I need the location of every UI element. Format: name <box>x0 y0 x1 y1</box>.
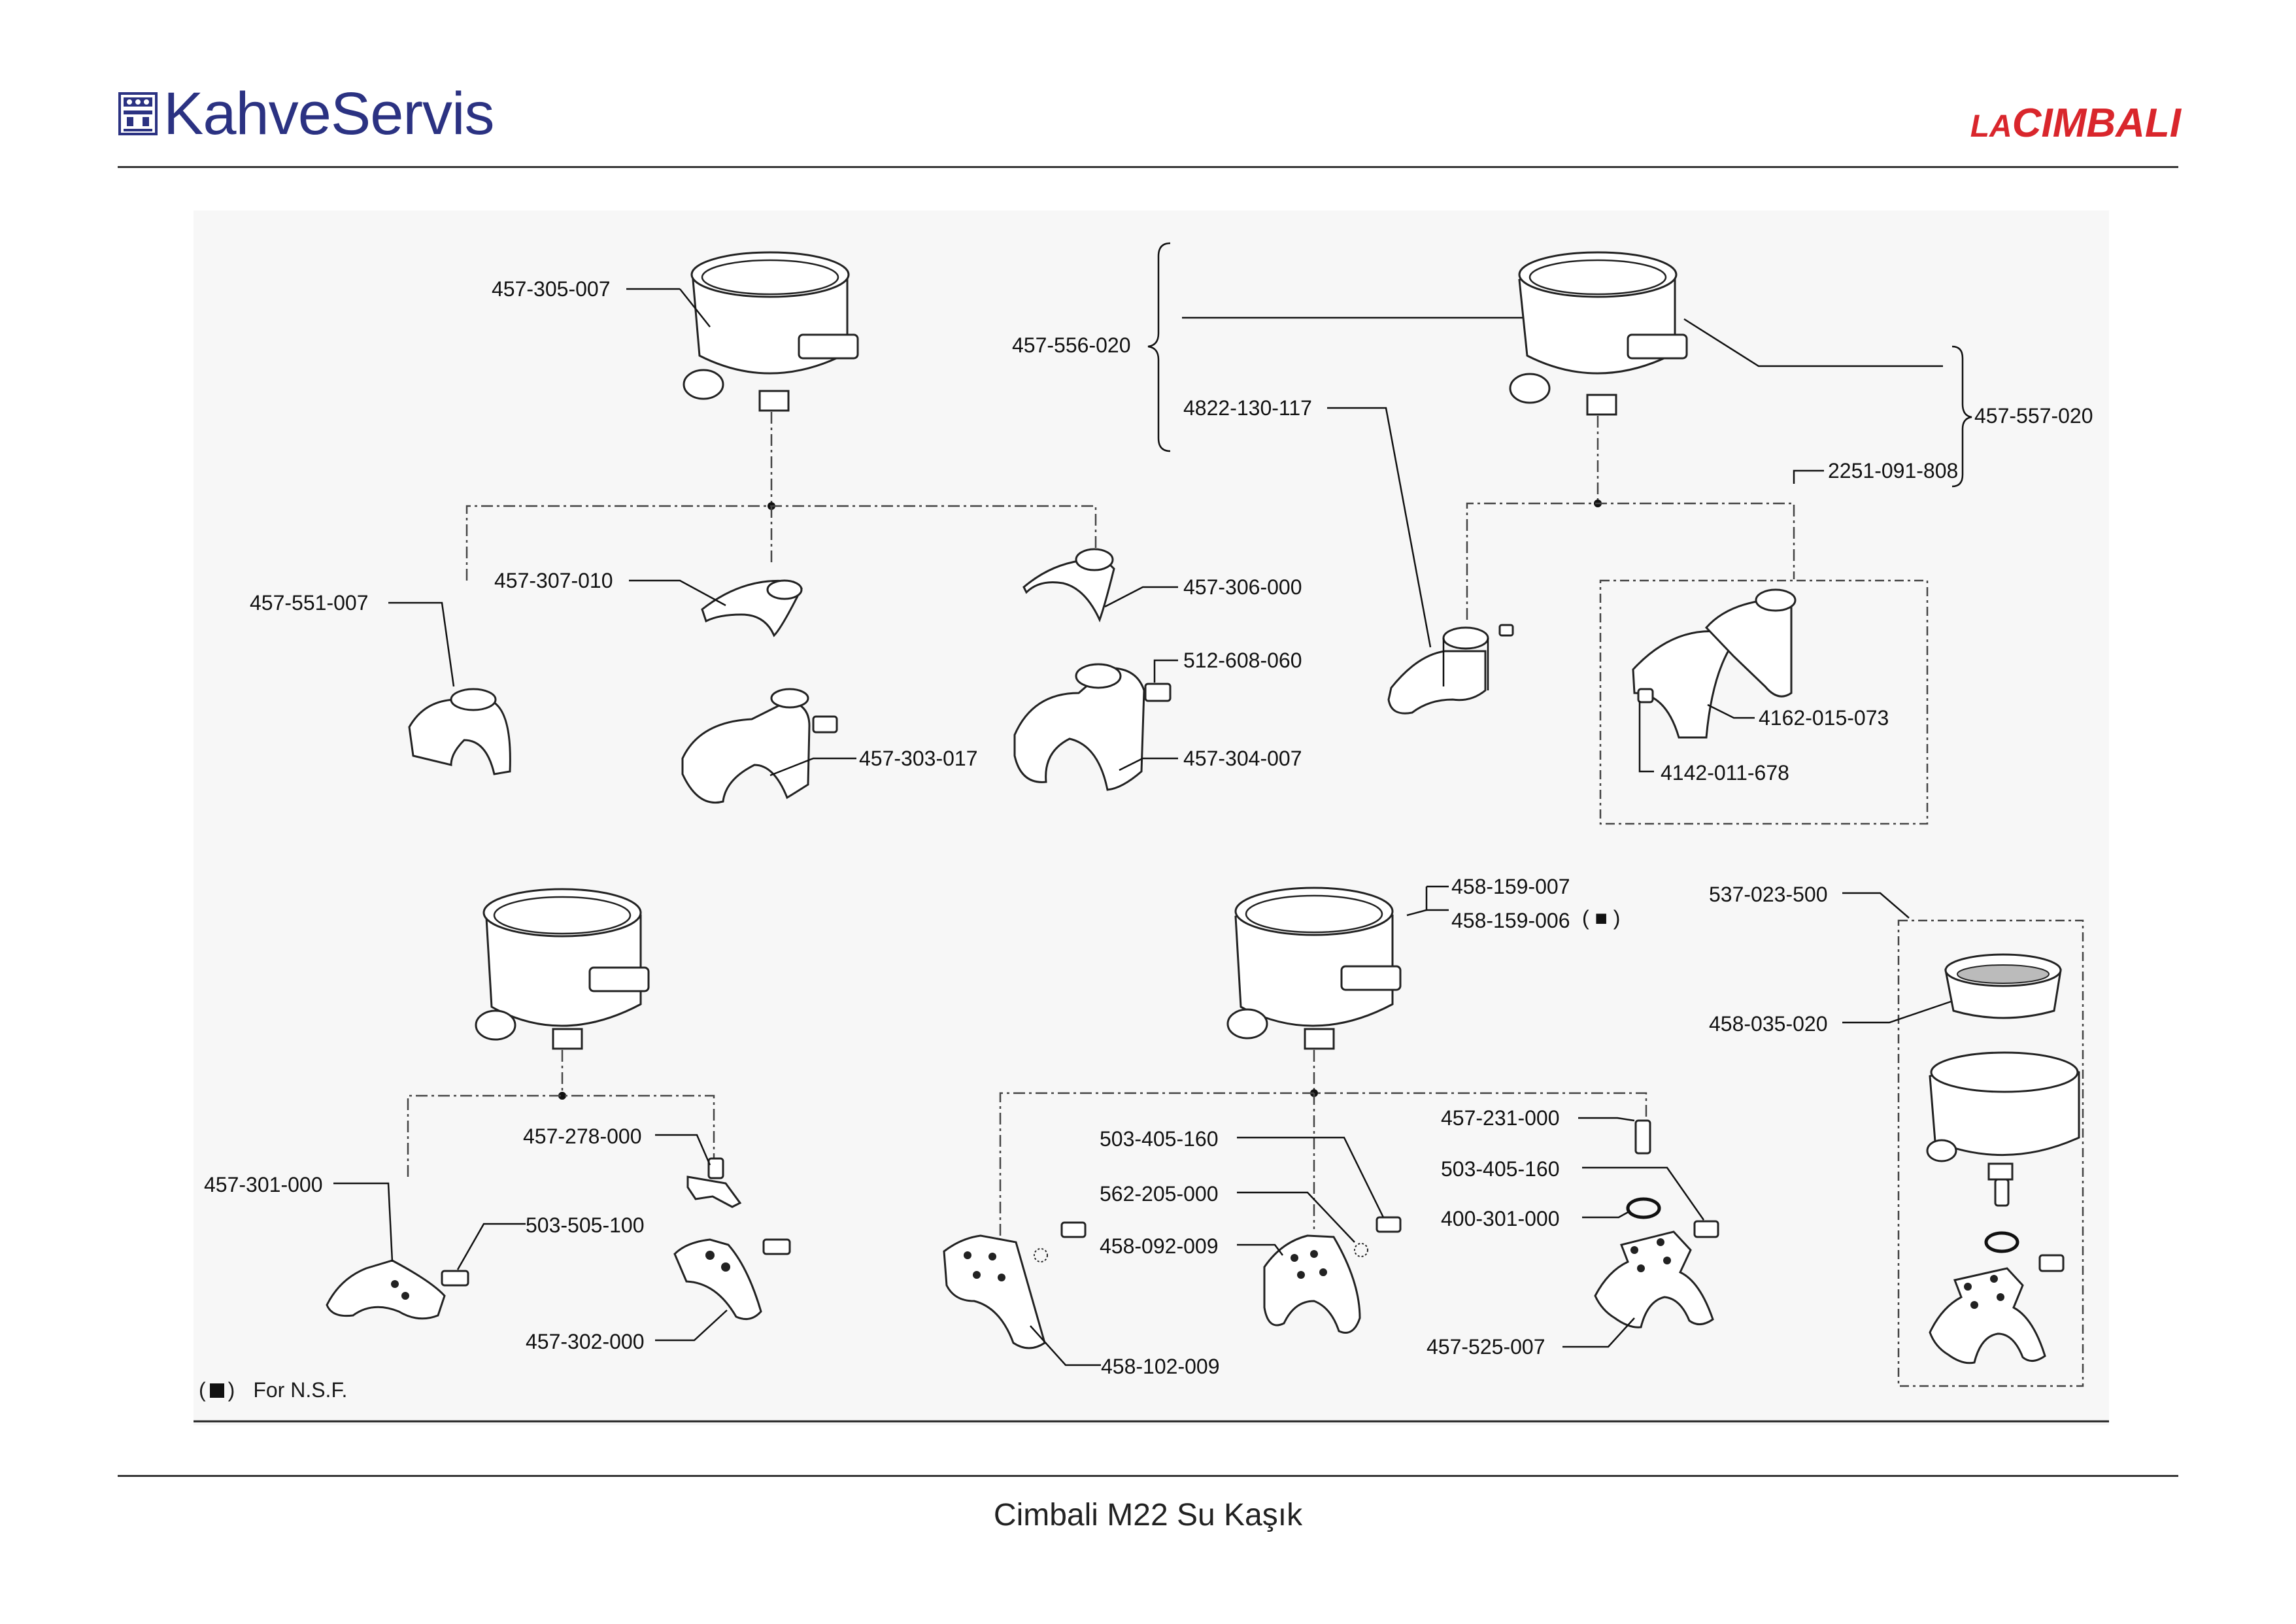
label-4162-015-073: 4162-015-073 <box>1759 706 1889 730</box>
footer-caption: Cimbali M22 Su Kaşık <box>993 1498 1303 1532</box>
label-457-301-000: 457-301-000 <box>204 1173 323 1196</box>
logo-main: CIMBALI <box>2012 101 2181 146</box>
filter-holder-body-2 <box>1509 251 1688 416</box>
label-457-556-020: 457-556-020 <box>1012 333 1131 357</box>
label-457-278-000: 457-278-000 <box>523 1125 642 1148</box>
cimbali-logo: LACIMBALI <box>1970 103 2181 144</box>
label-457-306-000: 457-306-000 <box>1183 575 1302 599</box>
legend-close: ) <box>228 1378 235 1402</box>
label-4142-011-678: 4142-011-678 <box>1661 761 1789 785</box>
label-458-159-006: 458-159-006 <box>1451 909 1570 932</box>
parts-diagram: .ln { stroke:#111; stroke-width:2.5; fil… <box>194 242 2109 1423</box>
assembly-box <box>1599 579 1929 825</box>
screw-detail <box>2038 1254 2065 1272</box>
filter-holder-body-3 <box>475 888 650 1050</box>
label-562-205-000: 562-205-000 <box>1100 1182 1219 1206</box>
label-458-092-009: 458-092-009 <box>1100 1234 1219 1258</box>
group-bottom-right <box>1842 892 2084 1387</box>
label-457-307-010: 457-307-010 <box>494 569 613 592</box>
label-458-035-020: 458-035-020 <box>1709 1012 1828 1036</box>
label-537-023-500: 537-023-500 <box>1709 883 1828 906</box>
filter-holder-body-5 <box>1926 1051 2080 1181</box>
nsf-legend: () For N.S.F. <box>199 1378 347 1402</box>
header-brand: KahveServis <box>118 84 494 144</box>
label-457-303-017: 457-303-017 <box>859 747 978 770</box>
header-divider <box>118 166 2178 168</box>
espresso-machine-icon <box>118 92 158 135</box>
label-512-608-060: 512-608-060 <box>1183 649 1302 672</box>
spout-457-301-000 <box>326 1259 446 1320</box>
label-4822-130-117: 4822-130-117 <box>1183 396 1312 420</box>
group-top-left <box>388 251 1178 804</box>
spout-457-525-007 <box>1594 1230 1714 1328</box>
brand-name: KahveServis <box>163 80 494 147</box>
nozzle-457-231-000 <box>1634 1119 1651 1155</box>
group-bottom-left <box>326 888 791 1342</box>
legend-text: For N.S.F. <box>253 1378 348 1402</box>
filter-holder-body-4 <box>1226 887 1402 1050</box>
double-spout-457-304-007 <box>1013 663 1145 791</box>
group-top-right <box>1147 242 1972 825</box>
spout-4162-015-073 <box>1632 588 1797 739</box>
part-457-278-000 <box>686 1157 742 1208</box>
plate-458-092-009 <box>1263 1216 1402 1334</box>
label-457-305-007: 457-305-007 <box>492 277 611 301</box>
nsf-square-icon <box>209 1383 224 1398</box>
exploded-diagram-panel: .ln { stroke:#111; stroke-width:2.5; fil… <box>194 211 2109 1425</box>
nsf-marker: ( ■ ) <box>1582 906 1621 930</box>
nsf-box <box>1897 919 2084 1387</box>
label-457-525-007: 457-525-007 <box>1427 1335 1545 1359</box>
spout-detail <box>1929 1267 2046 1364</box>
screw-503-405-160-b <box>1693 1220 1719 1238</box>
legend-open: ( <box>199 1378 206 1402</box>
spout-4822-130-117 <box>1387 624 1514 715</box>
oring-400-301-000 <box>1626 1197 1661 1219</box>
label-457-557-020: 457-557-020 <box>1974 404 2093 428</box>
screw-503-505-100 <box>441 1270 469 1287</box>
label-458-159-007: 458-159-007 <box>1451 875 1570 898</box>
adapter-457-307-010 <box>701 579 803 637</box>
plate-458-102-009 <box>943 1221 1087 1349</box>
logo-prefix: LA <box>1970 109 2012 144</box>
label-457-302-000: 457-302-000 <box>526 1330 645 1353</box>
oring-detail <box>1984 1231 2019 1253</box>
label-503-405-160-b: 503-405-160 <box>1441 1157 1560 1181</box>
label-457-231-000: 457-231-000 <box>1441 1106 1560 1130</box>
spout-457-551-007 <box>408 688 511 775</box>
adapter-457-306-000 <box>1022 548 1115 622</box>
filter-holder-body-1 <box>683 251 859 412</box>
label-503-405-160: 503-405-160 <box>1100 1127 1219 1151</box>
group-bottom-middle <box>943 885 1719 1366</box>
label-503-505-100: 503-505-100 <box>526 1213 645 1237</box>
filter-basket-458-035-020 <box>1944 953 2062 1019</box>
double-spout-457-303-017 <box>681 688 838 804</box>
nozzle-detail <box>1994 1178 2010 1207</box>
label-400-301-000: 400-301-000 <box>1441 1207 1560 1230</box>
label-458-102-009: 458-102-009 <box>1101 1355 1220 1378</box>
label-2251-091-808: 2251-091-808 <box>1828 459 1959 482</box>
screw-512-608-060 <box>1144 683 1172 702</box>
label-457-551-007: 457-551-007 <box>250 591 369 615</box>
plate-457-302-000 <box>673 1238 791 1321</box>
label-457-304-007: 457-304-007 <box>1183 747 1302 770</box>
footer-divider <box>118 1475 2178 1477</box>
